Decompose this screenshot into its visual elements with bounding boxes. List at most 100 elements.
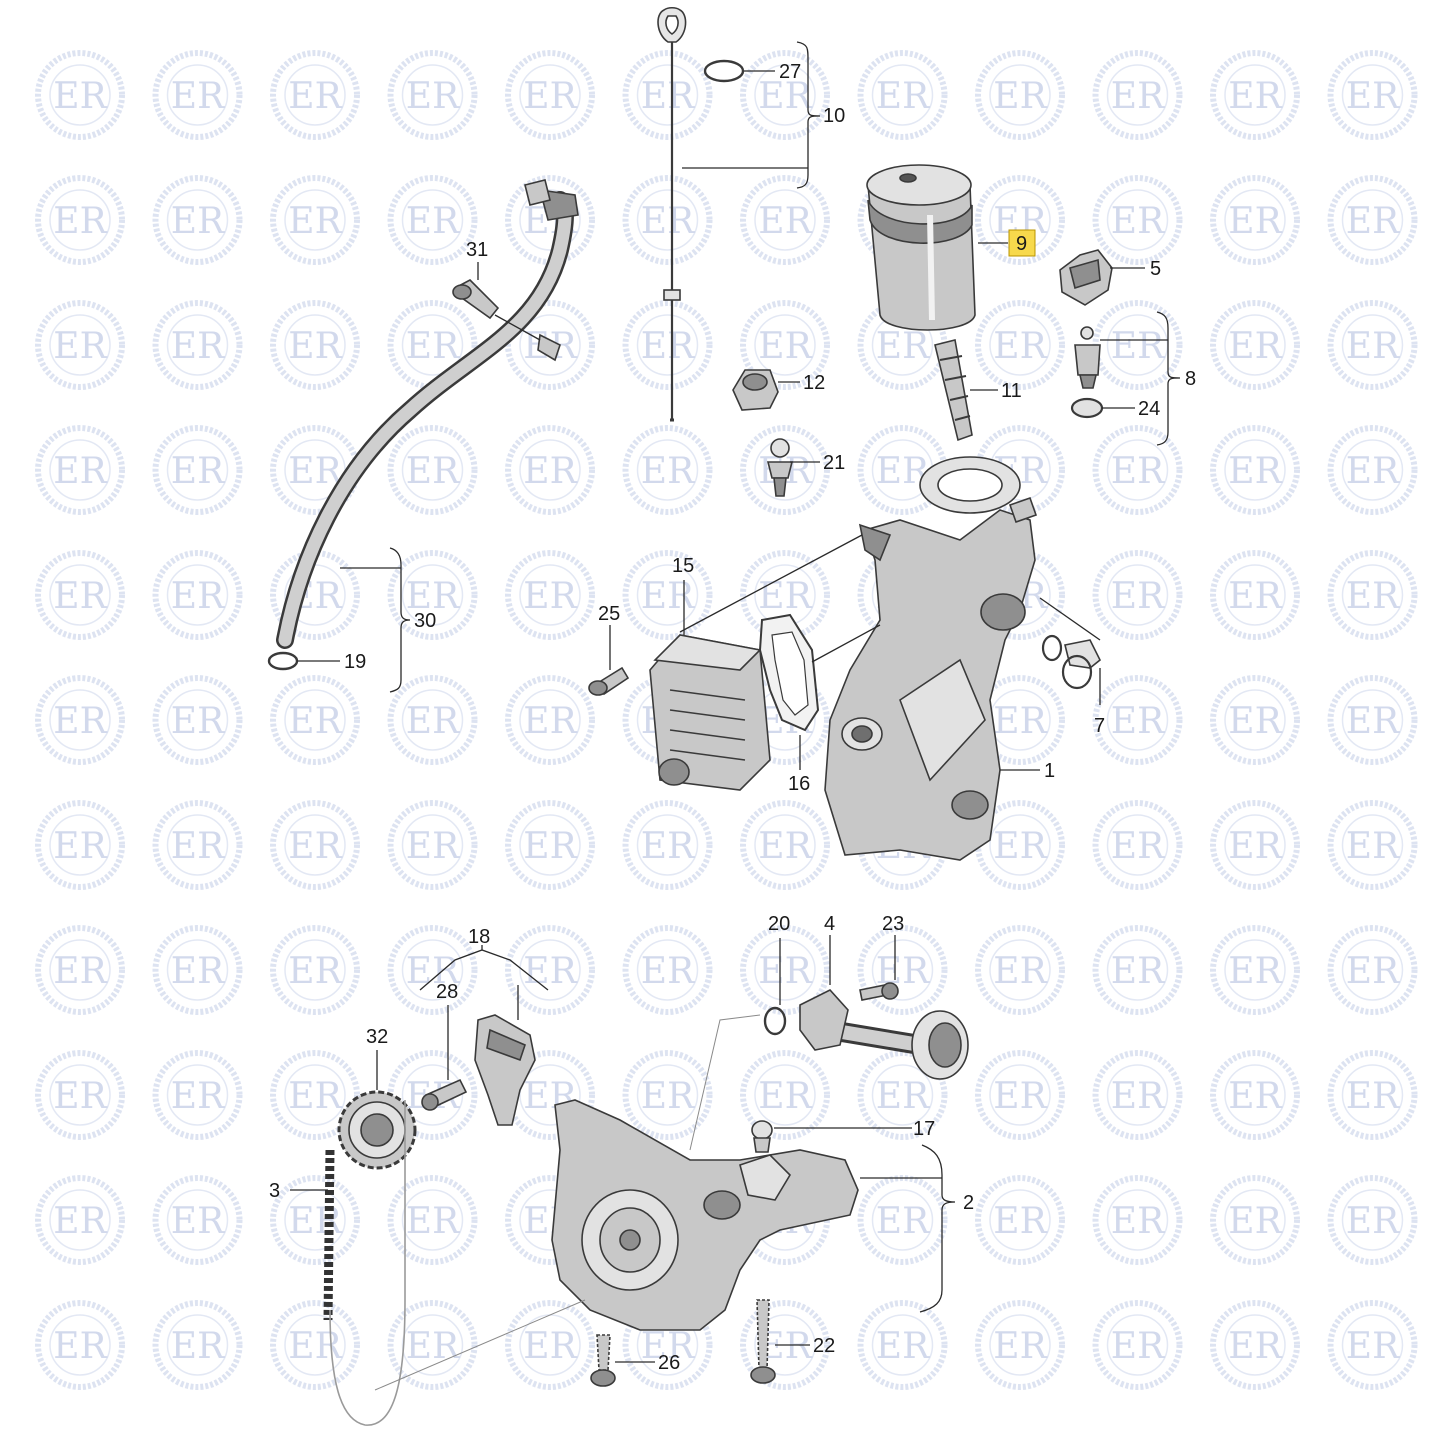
drive-chain-3[interactable]	[323, 1100, 406, 1426]
watermark-text: ER	[1346, 826, 1400, 867]
oil-cooler-15[interactable]	[649, 634, 771, 791]
callout-10[interactable]: 10	[823, 105, 845, 127]
watermark-text: ER	[993, 1076, 1047, 1117]
bolt-17[interactable]	[751, 1120, 773, 1153]
callout-27[interactable]: 27	[779, 61, 801, 83]
nut-12[interactable]	[732, 369, 779, 411]
callout-18[interactable]: 18	[468, 926, 490, 948]
callout-16[interactable]: 16	[788, 773, 810, 795]
watermark-text: ER	[288, 951, 342, 992]
callout-23[interactable]: 23	[882, 913, 904, 935]
callout-7[interactable]: 7	[1094, 715, 1105, 737]
callout-5[interactable]: 5	[1150, 258, 1161, 280]
watermark-stamp: ER	[622, 425, 713, 515]
callout-30[interactable]: 30	[414, 610, 436, 632]
bolt-31[interactable]	[452, 279, 500, 320]
bolt-22[interactable]	[750, 1299, 776, 1384]
callout-17[interactable]: 17	[913, 1118, 935, 1140]
callout-12[interactable]: 12	[803, 372, 825, 394]
watermark-stamp: ER	[1092, 800, 1183, 890]
watermark-text: ER	[53, 451, 107, 492]
watermark-text: ER	[288, 326, 342, 367]
callout-2[interactable]: 2	[963, 1192, 974, 1214]
watermark-stamp: ER	[1327, 925, 1418, 1015]
bolt-25[interactable]	[588, 666, 630, 696]
oil-pump-2[interactable]	[551, 1099, 859, 1331]
watermark-stamp: ER	[35, 50, 125, 140]
watermark-stamp: ER	[152, 175, 243, 265]
watermark-text: ER	[758, 1076, 812, 1117]
watermark-stamp: ER	[857, 1300, 948, 1390]
callout-9[interactable]: 9	[1016, 233, 1027, 255]
callout-19[interactable]: 19	[344, 651, 366, 673]
oil-filter-part[interactable]	[866, 164, 976, 331]
o-ring-19[interactable]	[267, 651, 299, 671]
sensor-8[interactable]	[1074, 326, 1101, 389]
callout-24[interactable]: 24	[1138, 398, 1160, 420]
callout-3[interactable]: 3	[269, 1180, 280, 1202]
watermark-stamp: ER	[622, 800, 713, 890]
callout-28[interactable]: 28	[436, 981, 458, 1003]
watermark-text: ER	[876, 1076, 930, 1117]
watermark-stamp: ER	[622, 175, 713, 265]
suction-pipe-4[interactable]	[799, 989, 969, 1080]
seal-24[interactable]	[1070, 397, 1104, 419]
gasket-16[interactable]	[758, 613, 820, 732]
callout-31[interactable]: 31	[466, 239, 488, 261]
bolt-28[interactable]	[421, 1078, 468, 1111]
callout-labels: 27 10 9 5 31 8 24 12 11 21 15 25 30 19 7…	[269, 61, 1196, 1374]
watermark-text: ER	[758, 201, 812, 242]
watermark-stamp: ER	[505, 50, 595, 140]
watermark-text: ER	[523, 576, 577, 617]
watermark-stamp: ER	[1327, 800, 1418, 890]
bolt-23[interactable]	[859, 982, 899, 1001]
watermark-stamp: ER	[740, 800, 830, 890]
watermark-text: ER	[1111, 1076, 1165, 1117]
filter-spring-11[interactable]	[934, 339, 973, 442]
watermark-stamp: ER	[35, 550, 125, 640]
watermark-text: ER	[876, 1201, 930, 1242]
callout-4[interactable]: 4	[824, 913, 835, 935]
callout-25[interactable]: 25	[598, 603, 620, 625]
watermark-text: ER	[1111, 701, 1165, 742]
watermark-text: ER	[641, 201, 695, 242]
watermark-stamp: ER	[857, 1175, 948, 1265]
watermark-text: ER	[171, 1326, 225, 1367]
watermark-text: ER	[641, 451, 695, 492]
o-ring-27[interactable]	[703, 59, 745, 83]
watermark-text: ER	[758, 76, 812, 117]
callout-22[interactable]: 22	[813, 1335, 835, 1357]
pin-21[interactable]	[766, 438, 794, 497]
watermark-text: ER	[1228, 201, 1282, 242]
bolt-26[interactable]	[590, 1334, 616, 1387]
dipstick-part[interactable]	[657, 6, 687, 422]
o-ring-20[interactable]	[763, 1006, 787, 1036]
watermark-stamp: ER	[975, 175, 1065, 265]
watermark-text: ER	[523, 826, 577, 867]
watermark-stamp: ER	[505, 1300, 595, 1390]
filter-housing-1[interactable]	[824, 456, 1038, 861]
watermark-text: ER	[53, 951, 107, 992]
callout-26[interactable]: 26	[658, 1352, 680, 1374]
watermark-stamp: ER	[35, 425, 125, 515]
callout-1[interactable]: 1	[1044, 760, 1055, 782]
callout-21[interactable]: 21	[823, 452, 845, 474]
oil-filler-pipe-part[interactable]	[276, 179, 579, 649]
callout-8[interactable]: 8	[1185, 368, 1196, 390]
watermark-text: ER	[523, 1326, 577, 1367]
callout-32[interactable]: 32	[366, 1026, 388, 1048]
chain-tensioner-18[interactable]	[474, 1014, 536, 1126]
watermark-stamp: ER	[1327, 175, 1418, 265]
callout-20[interactable]: 20	[768, 913, 790, 935]
o-rings-7[interactable]	[1041, 634, 1102, 690]
pressure-switch-5[interactable]	[1059, 249, 1113, 306]
watermark-stamp: ER	[1092, 1300, 1183, 1390]
highlight-box-9	[1008, 229, 1036, 257]
sprocket-32[interactable]	[337, 1090, 417, 1170]
callout-15[interactable]: 15	[672, 555, 694, 577]
callout-11[interactable]: 11	[1001, 380, 1022, 402]
watermark-stamp: ER	[1327, 425, 1418, 515]
watermark-stamp: ER	[1092, 425, 1183, 515]
watermark-stamp: ER	[35, 1175, 125, 1265]
watermark-stamp: ER	[740, 50, 830, 140]
